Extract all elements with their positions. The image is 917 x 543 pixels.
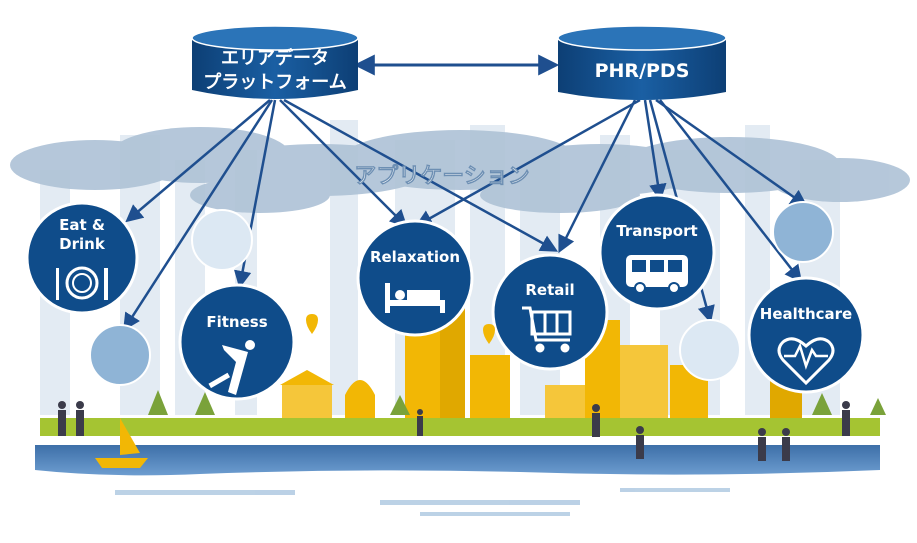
service-healthcare[interactable]: Healthcare bbox=[747, 276, 865, 394]
plate-cutlery-icon bbox=[56, 266, 108, 300]
trees bbox=[148, 390, 886, 415]
placeholder-circles bbox=[89, 201, 834, 386]
people-figures bbox=[58, 401, 850, 461]
river bbox=[35, 445, 880, 476]
service-transport[interactable]: Transport bbox=[598, 193, 716, 311]
phr-pds-platform[interactable]: PHR/PDS bbox=[557, 25, 727, 100]
bus-icon bbox=[626, 255, 688, 294]
platform-arrows bbox=[123, 98, 808, 331]
reflections bbox=[115, 488, 730, 516]
phr-pds-label: PHR/PDS bbox=[595, 60, 690, 82]
eat-drink-line1: Eat & bbox=[59, 216, 105, 234]
retail-label: Retail bbox=[525, 281, 574, 299]
cloud-band bbox=[10, 127, 910, 213]
service-relaxation[interactable]: Relaxation bbox=[356, 219, 474, 337]
shopping-cart-icon bbox=[522, 306, 572, 353]
sailboat-icon bbox=[95, 418, 148, 468]
eat-drink-line2: Drink bbox=[59, 235, 106, 253]
service-eat-drink[interactable]: Eat & Drink bbox=[25, 201, 139, 315]
area-data-platform[interactable]: エリアデータ プラットフォーム bbox=[191, 25, 359, 99]
application-label: アプリケーション bbox=[354, 164, 530, 189]
healthcare-label: Healthcare bbox=[760, 305, 852, 323]
stretching-person-icon bbox=[208, 340, 255, 395]
service-retail[interactable]: Retail bbox=[491, 253, 609, 371]
area-data-line1: エリアデータ bbox=[221, 47, 329, 69]
relaxation-label: Relaxation bbox=[370, 248, 460, 266]
yellow-buildings bbox=[280, 295, 802, 425]
transport-label: Transport bbox=[616, 222, 697, 240]
location-pin-icon bbox=[306, 314, 495, 344]
service-fitness[interactable]: Fitness bbox=[178, 283, 296, 401]
fitness-label: Fitness bbox=[206, 313, 267, 331]
area-data-line2: プラットフォーム bbox=[203, 71, 346, 93]
grass-strip bbox=[40, 418, 880, 436]
heart-pulse-icon bbox=[777, 337, 835, 386]
bed-icon bbox=[385, 283, 445, 313]
